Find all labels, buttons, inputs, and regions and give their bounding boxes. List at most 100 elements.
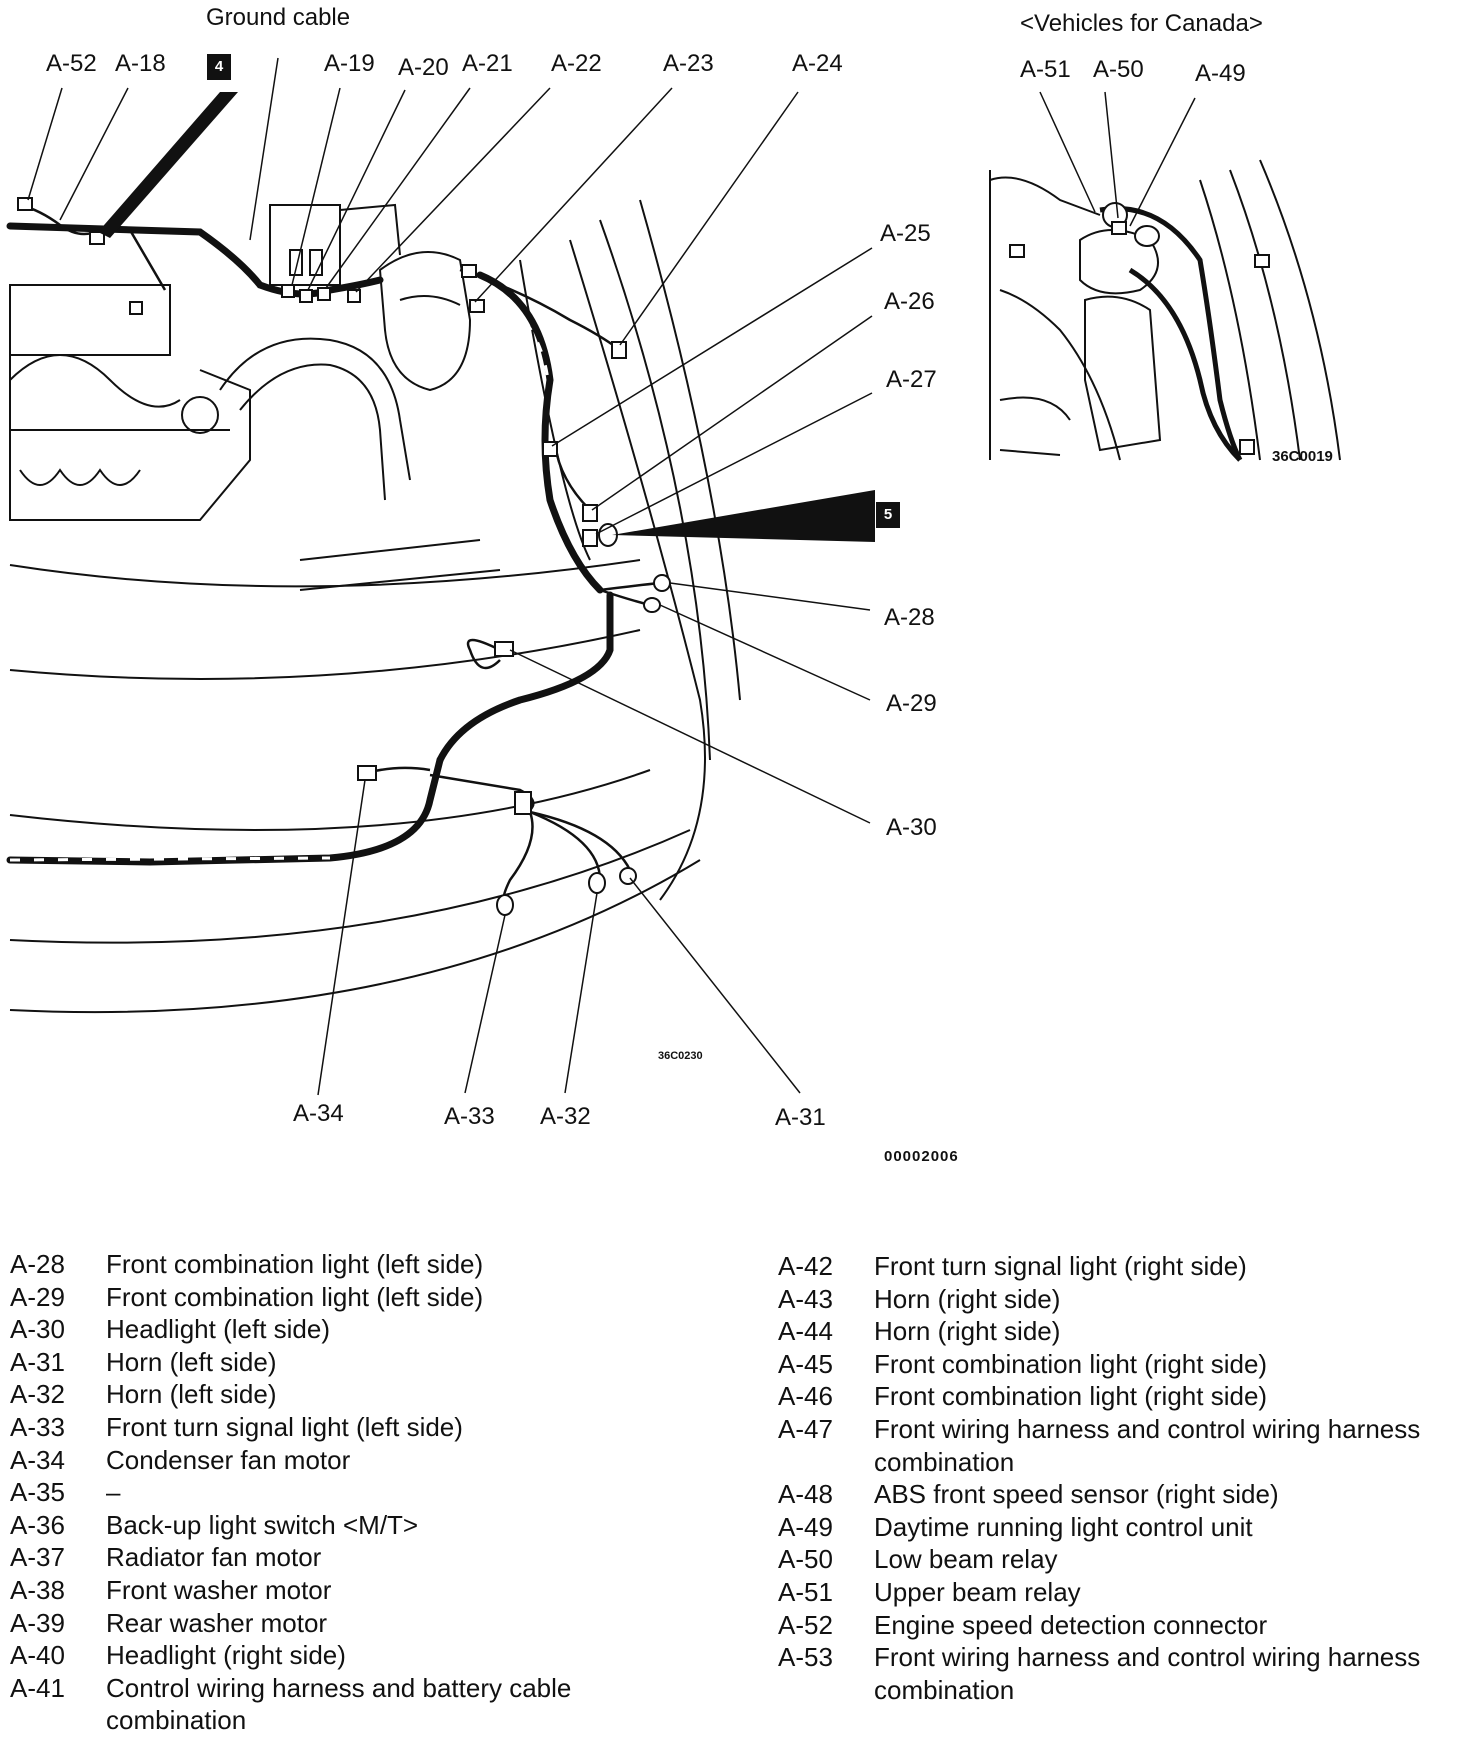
legend-description: ABS front speed sensor (right side) [874, 1479, 1279, 1510]
legend-code: A-42 [778, 1251, 833, 1281]
callout-a49: A-49 [1195, 60, 1246, 87]
legend-row: A-44 Horn (right side) [778, 1315, 1468, 1348]
legend-row: A-42 Front turn signal light (right side) [778, 1250, 1468, 1283]
legend-code: A-35 [10, 1477, 65, 1508]
legend-row: A-40 Headlight (right side) [10, 1639, 650, 1672]
callout-a23: A-23 [663, 50, 714, 77]
legend-code: A-33 [10, 1411, 65, 1442]
legend-code: A-32 [10, 1379, 65, 1410]
callout-a27: A-27 [886, 366, 937, 393]
legend-description: Back-up light switch <M/T> [106, 1509, 419, 1540]
legend-row: A-33 Front turn signal light (left side) [10, 1411, 650, 1444]
legend-description: Front combination light (right side) [874, 1381, 1268, 1412]
callout-a30: A-30 [886, 814, 937, 841]
marker-4: 4 [207, 54, 231, 80]
legend-description: Headlight (right side) [106, 1640, 346, 1671]
legend-description: Rear washer motor [106, 1607, 328, 1638]
legend-description: Condenser fan motor [106, 1444, 351, 1475]
legend-row: A-45 Front combination light (right side) [778, 1348, 1468, 1381]
legend-code: A-30 [10, 1314, 65, 1345]
legend-row: A-47 Front wiring harness and control wir… [778, 1413, 1468, 1478]
callout-a52: A-52 [46, 50, 97, 77]
legend-code: A-53 [778, 1642, 833, 1673]
legend-row: A-30 Headlight (left side) [10, 1313, 650, 1346]
legend-code: A-31 [10, 1346, 65, 1377]
document-code: 00002006 [884, 1148, 959, 1165]
legend-description: Horn (left side) [106, 1346, 277, 1377]
legend-description: Low beam relay [874, 1544, 1058, 1575]
legend-code: A-46 [778, 1381, 833, 1412]
legend-code: A-41 [10, 1672, 65, 1703]
legend-description: Horn (right side) [874, 1316, 1061, 1347]
legend-description: Front wiring harness and control wiring … [874, 1413, 1421, 1477]
callout-a26: A-26 [884, 288, 935, 315]
legend-code: A-36 [10, 1509, 65, 1540]
legend-description: Upper beam relay [874, 1576, 1081, 1607]
callout-a50: A-50 [1093, 56, 1144, 83]
legend-right: A-42 Front turn signal light (right side)… [778, 1250, 1468, 1706]
legend-code: A-47 [778, 1413, 833, 1444]
callout-a19: A-19 [324, 50, 375, 77]
engine-bay-drawing [6, 57, 1341, 1096]
legend-description: Radiator fan motor [106, 1542, 322, 1573]
callout-a22: A-22 [551, 50, 602, 77]
legend-description: Horn (right side) [874, 1283, 1061, 1314]
legend-row: A-32 Horn (left side) [10, 1378, 650, 1411]
legend-description: Headlight (left side) [106, 1314, 330, 1345]
legend-row: A-31 Horn (left side) [10, 1346, 650, 1379]
callout-a20: A-20 [398, 54, 449, 81]
callout-a28: A-28 [884, 604, 935, 631]
legend-description: Front wiring harness and control wiring … [874, 1642, 1421, 1705]
callout-a25: A-25 [880, 220, 931, 247]
legend-row: A-29 Front combination light (left side) [10, 1281, 650, 1314]
legend-description: Control wiring harness and battery cable… [106, 1672, 572, 1736]
legend-description: Front combination light (left side) [106, 1281, 484, 1312]
legend-code: A-43 [778, 1283, 833, 1314]
callout-a21: A-21 [462, 50, 513, 77]
callout-a29: A-29 [886, 690, 937, 717]
legend-code: A-37 [10, 1542, 65, 1573]
legend-code: A-40 [10, 1640, 65, 1671]
ground-cable-label: Ground cable [206, 4, 351, 31]
inset-figure-code: 36C0019 [1272, 448, 1333, 465]
inset-title: <Vehicles for Canada> [1020, 10, 1263, 37]
legend-code: A-52 [778, 1609, 833, 1640]
legend-code: A-28 [10, 1249, 65, 1279]
legend-description: Front combination light (left side) [106, 1249, 484, 1279]
legend-row: A-35– [10, 1476, 650, 1509]
legend-code: A-44 [778, 1316, 833, 1347]
legend-row: A-52 Engine speed detection connector [778, 1609, 1468, 1642]
legend-description: Daytime running light control unit [874, 1511, 1253, 1542]
legend-description: Engine speed detection connector [874, 1609, 1268, 1640]
legend-row: A-41 Control wiring harness and battery c… [10, 1672, 650, 1737]
callout-a51: A-51 [1020, 56, 1071, 83]
legend-row: A-36 Back-up light switch <M/T> [10, 1509, 650, 1542]
legend-row: A-43 Horn (right side) [778, 1283, 1468, 1316]
legend-row: A-38 Front washer motor [10, 1574, 650, 1607]
marker-5: 5 [876, 502, 900, 528]
legend-code: A-38 [10, 1574, 65, 1605]
legend-row: A-39 Rear washer motor [10, 1607, 650, 1640]
legend-code: A-48 [778, 1479, 833, 1510]
legend-row: A-28 Front combination light (left side) [10, 1248, 650, 1281]
legend-code: A-39 [10, 1607, 65, 1638]
wiring-diagram: Ground cable <Vehicles for Canada> 4 5 A… [6, 4, 1341, 1165]
main-figure-code: 36C0230 [658, 1050, 703, 1062]
legend-code: A-45 [778, 1348, 833, 1379]
legend-description: Front combination light (right side) [874, 1348, 1268, 1379]
callout-a32: A-32 [540, 1103, 591, 1130]
legend-code: A-29 [10, 1281, 65, 1312]
legend-row: A-37 Radiator fan motor [10, 1541, 650, 1574]
legend-description: Front washer motor [106, 1574, 332, 1605]
legend-row: A-50 Low beam relay [778, 1543, 1468, 1576]
legend-description: Front turn signal light (left side) [106, 1411, 463, 1442]
legend-description: Horn (left side) [106, 1379, 277, 1410]
legend-code: A-50 [778, 1544, 833, 1575]
legend-description: Front turn signal light (right side) [874, 1251, 1247, 1281]
legend-row: A-46 Front combination light (right side) [778, 1380, 1468, 1413]
callout-a34: A-34 [293, 1100, 344, 1127]
